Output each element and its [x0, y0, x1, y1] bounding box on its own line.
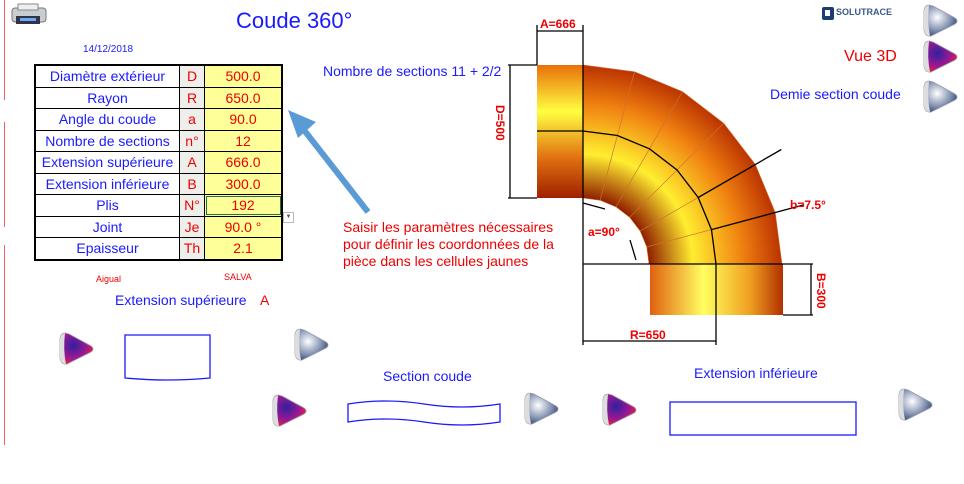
param-label: Rayon: [34, 86, 180, 109]
demie-section-button[interactable]: [921, 78, 961, 116]
param-symbol: D: [179, 64, 205, 88]
play-icon: [923, 80, 958, 113]
date: 14/12/2018: [83, 44, 134, 55]
ext-sup-button[interactable]: [292, 326, 332, 364]
demie-section-label: Demie section coude: [770, 86, 901, 102]
param-label: Epaisseur: [34, 237, 180, 260]
sections-count-text: Nombre de sections 11 + 2/2: [323, 63, 502, 79]
author-right: SALVA: [224, 272, 252, 282]
param-value-cell[interactable]: 500.0: [204, 64, 283, 88]
play-icon: [272, 394, 307, 427]
param-value-cell[interactable]: 90.0 °: [204, 215, 283, 238]
param-label: Nombre de sections: [34, 129, 180, 152]
param-symbol: n°: [179, 129, 205, 152]
param-symbol: Je: [179, 215, 205, 238]
margin-line: [4, 245, 5, 445]
section-coude-color-button[interactable]: [270, 392, 310, 430]
margin-line: [4, 122, 5, 227]
param-label: Angle du coude: [34, 108, 180, 131]
param-label: Diamètre extérieur: [34, 64, 180, 88]
param-symbol: B: [179, 172, 205, 195]
dim-b: B=300: [814, 273, 828, 309]
margin-line: [4, 0, 5, 100]
param-symbol: R: [179, 86, 205, 109]
param-value-cell[interactable]: 2.1: [204, 237, 283, 260]
param-value-cell[interactable]: 192: [204, 194, 283, 217]
dim-r: R=650: [630, 328, 666, 342]
dropdown-arrow[interactable]: ▼: [283, 212, 294, 223]
param-value-cell[interactable]: 300.0: [204, 172, 283, 195]
ext-sup-label: Extension supérieure: [115, 292, 247, 308]
ext-sup-sym: A: [260, 292, 270, 308]
play-icon: [602, 393, 637, 426]
vue-3d-label: Vue 3D: [844, 48, 897, 65]
ext-sup-color-button[interactable]: [57, 330, 97, 368]
ext-inf-button[interactable]: [896, 386, 936, 424]
param-label: Joint: [34, 215, 180, 238]
instructions-text: Saisir les paramètres nécessaires pour d…: [343, 219, 554, 269]
play-icon: [923, 4, 958, 37]
printer-icon[interactable]: [8, 2, 50, 28]
play-icon: [59, 332, 94, 365]
param-value-cell[interactable]: 90.0: [204, 108, 283, 131]
dim-a: A=666: [540, 17, 576, 31]
dim-d: D=500: [493, 105, 507, 141]
page-title: Coude 360°: [236, 8, 353, 33]
ext-inf-label: Extension inférieure: [694, 365, 818, 381]
elbow-diagram: A=666 D=500 a=90° b=7.5° B=300 R=650: [493, 17, 828, 345]
play-icon: [524, 392, 559, 425]
play-icon: [898, 388, 933, 421]
param-symbol: A: [179, 151, 205, 174]
ext-sup-preview: [124, 334, 211, 381]
dim-b-angle: b=7.5°: [790, 198, 826, 212]
top-play-button[interactable]: [921, 2, 961, 40]
arrow-icon: [288, 110, 371, 214]
param-label: Extension supérieure: [34, 151, 180, 174]
param-symbol: a: [179, 108, 205, 131]
param-label: Extension inférieure: [34, 172, 180, 195]
section-coude-button[interactable]: [522, 390, 562, 428]
play-icon: [294, 328, 329, 361]
solutrace-logo: SOLUTRACE: [822, 6, 902, 20]
section-coude-label: Section coude: [383, 368, 472, 384]
param-label: Plis: [34, 194, 180, 217]
dim-angle: a=90°: [588, 225, 620, 239]
vue-3d-button[interactable]: [921, 38, 961, 76]
logo-text: SOLUTRACE: [836, 7, 892, 17]
play-icon: [923, 40, 958, 73]
ext-inf-preview: [669, 401, 857, 436]
param-symbol: N°: [179, 194, 205, 217]
ext-inf-color-button[interactable]: [600, 391, 640, 429]
param-value-cell[interactable]: 12: [204, 129, 283, 152]
param-value-cell[interactable]: 650.0: [204, 86, 283, 109]
param-symbol: Th: [179, 237, 205, 260]
param-value-cell[interactable]: 666.0: [204, 151, 283, 174]
author-left: Aigual: [96, 274, 122, 284]
section-coude-preview: [347, 400, 501, 426]
